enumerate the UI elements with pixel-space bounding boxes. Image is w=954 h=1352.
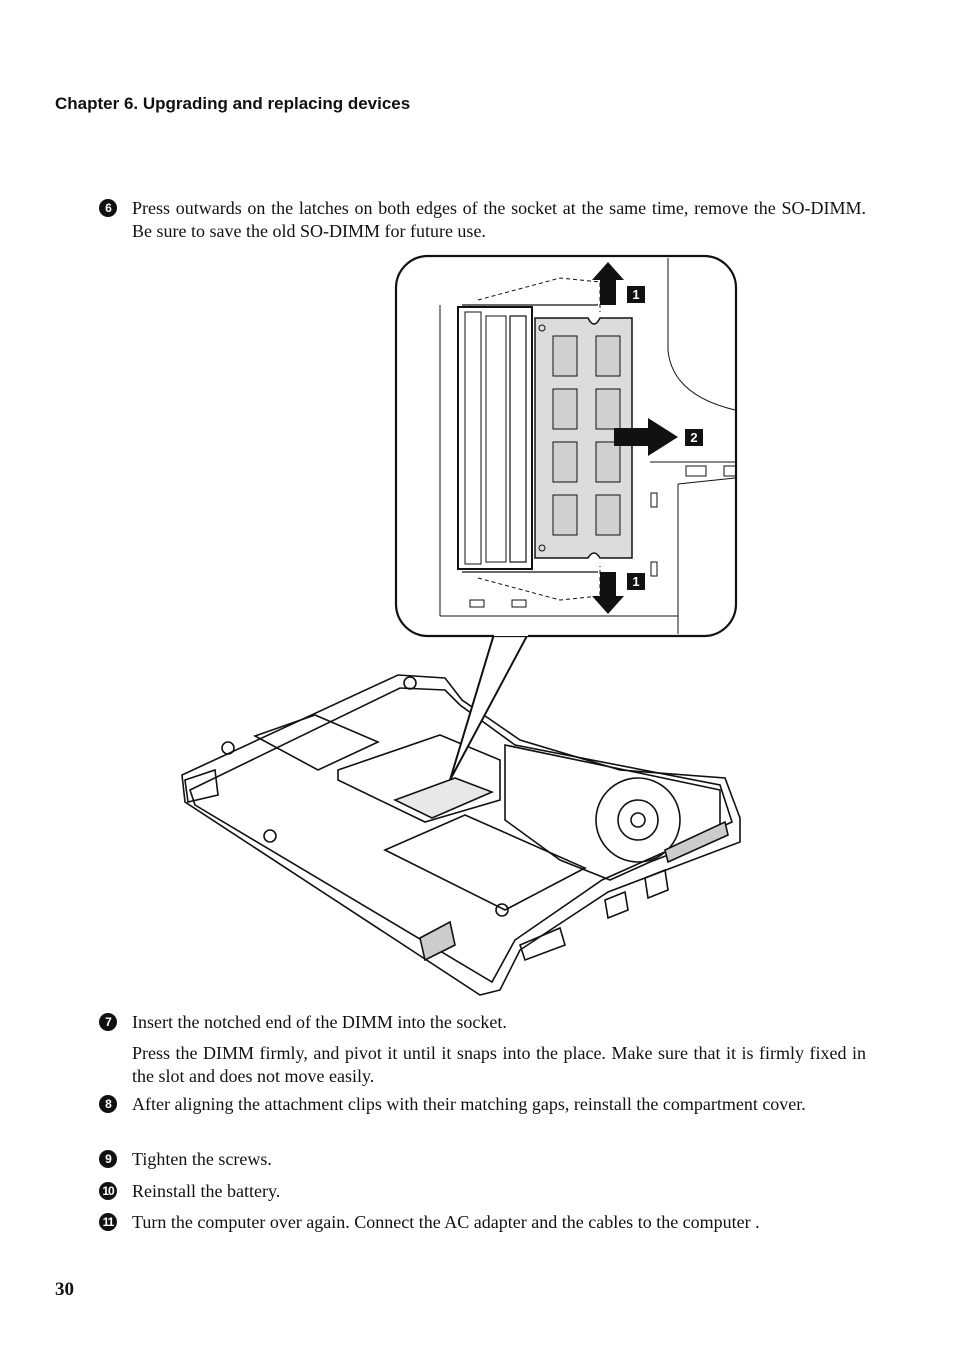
step-text: Press outwards on the latches on both ed… bbox=[132, 198, 866, 241]
step-text: After aligning the attachment clips with… bbox=[132, 1094, 806, 1114]
callout-pointer bbox=[449, 633, 529, 781]
step-text: Turn the computer over again. Connect th… bbox=[132, 1212, 760, 1232]
so-dimm-module bbox=[534, 317, 633, 559]
callout-1-bottom-label: 1 bbox=[632, 574, 639, 589]
step-number: 11 bbox=[99, 1213, 117, 1231]
step-9: 9 Tighten the screws. bbox=[99, 1148, 866, 1179]
down-arrow-icon bbox=[592, 572, 624, 614]
page-number: 30 bbox=[55, 1279, 74, 1300]
step-8: 8 After aligning the attachment clips wi… bbox=[99, 1093, 866, 1124]
step-11: 11 Turn the computer over again. Connect… bbox=[99, 1211, 866, 1242]
step-6: 6 Press outwards on the latches on both … bbox=[99, 197, 866, 251]
step-text: Insert the notched end of the DIMM into … bbox=[132, 1012, 507, 1032]
step-text: Press the DIMM firmly, and pivot it unti… bbox=[132, 1043, 866, 1086]
step-text: Reinstall the battery. bbox=[132, 1181, 281, 1201]
up-arrow-icon bbox=[592, 262, 624, 305]
step-number: 9 bbox=[99, 1150, 117, 1168]
right-arrow-icon bbox=[614, 418, 678, 456]
callout-2-label: 2 bbox=[690, 430, 697, 445]
step-10: 10 Reinstall the battery. bbox=[99, 1180, 866, 1211]
laptop-bottom-view bbox=[181, 674, 741, 996]
step-number: 8 bbox=[99, 1095, 117, 1113]
callout-1-bottom bbox=[627, 573, 645, 590]
callout-1-top-label: 1 bbox=[632, 287, 639, 302]
step-number: 10 bbox=[99, 1182, 117, 1200]
dimm-socket bbox=[457, 304, 598, 573]
step-number: 6 bbox=[99, 199, 117, 217]
chapter-header: Chapter 6. Upgrading and replacing devic… bbox=[55, 94, 411, 113]
step-text: Tighten the screws. bbox=[132, 1149, 272, 1169]
step-7: 7 Insert the notched end of the DIMM int… bbox=[99, 1011, 866, 1096]
step-number: 7 bbox=[99, 1013, 117, 1031]
callout-2 bbox=[685, 429, 703, 446]
callout-1-top bbox=[627, 286, 645, 303]
zoom-callout-bubble: 1 2 1 bbox=[394, 254, 738, 638]
